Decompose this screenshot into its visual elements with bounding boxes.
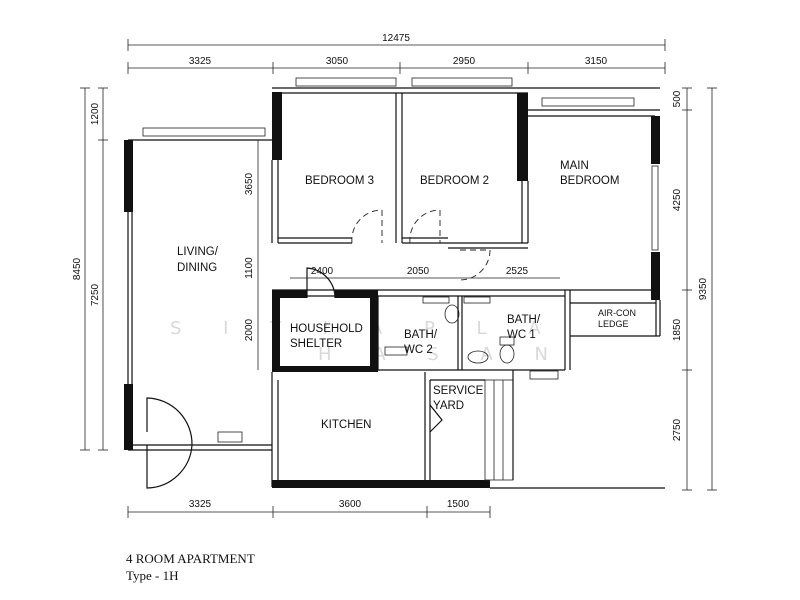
dim-right-1: 500 (672, 90, 683, 107)
label-kitchen: KITCHEN (321, 419, 371, 431)
dim-overall-width: 12475 (382, 33, 410, 44)
dim-right-overall: 9350 (698, 277, 709, 300)
fixtures (384, 296, 559, 380)
dim-top-4: 3150 (585, 56, 608, 67)
walls (124, 77, 665, 489)
dim-left-1: 1200 (90, 102, 101, 125)
dim-shelter-depth: 2000 (244, 318, 255, 341)
watermark-line-2: H A S A N (318, 344, 566, 365)
dim-bottom-3: 1500 (447, 499, 470, 510)
dim-right-2: 4250 (672, 188, 683, 211)
dim-right-3: 1850 (672, 318, 683, 341)
room-labels: BEDROOM 3 BEDROOM 2 MAIN BEDROOM LIVING/… (177, 160, 636, 431)
label-shelter-1: HOUSEHOLD (290, 323, 363, 335)
top-dimensions: 12475 3325 3050 2950 3150 (127, 33, 666, 74)
label-aircon-1: AIR-CON (598, 308, 636, 318)
label-bedroom-3: BEDROOM 3 (305, 175, 374, 187)
plan-subtitle: Type - 1H (126, 568, 179, 583)
interior-dimensions: 3650 1100 2000 2400 2050 2525 (244, 140, 560, 370)
dim-bath2-width: 2050 (407, 266, 430, 277)
dim-right-4: 2750 (672, 418, 683, 441)
label-bath1-2: WC 1 (507, 329, 536, 341)
label-bath1-1: BATH/ (507, 314, 541, 326)
dim-bottom-1: 3325 (189, 499, 212, 510)
dim-left-overall: 8450 (72, 257, 83, 280)
bottom-dimensions: 3325 3600 1500 (127, 499, 491, 518)
label-main-bedroom-1: MAIN (560, 160, 589, 172)
label-aircon-2: LEDGE (598, 319, 629, 329)
dim-bottom-2: 3600 (339, 499, 362, 510)
right-dimensions: 500 4250 1850 2750 9350 (672, 87, 717, 491)
dim-top-2: 3050 (326, 56, 349, 67)
plan-title: 4 ROOM APARTMENT (126, 551, 255, 566)
dim-left-2: 7250 (90, 283, 101, 306)
dim-top-3: 2950 (453, 56, 476, 67)
label-bath2-2: WC 2 (404, 344, 433, 356)
label-living-2: DINING (177, 262, 217, 274)
label-main-bedroom-2: BEDROOM (560, 175, 619, 187)
watermark-line-1: S I T I A P L A (170, 318, 559, 339)
left-dimensions: 8450 1200 7250 (72, 87, 108, 451)
label-living-1: LIVING/ (177, 246, 219, 258)
doors (146, 209, 491, 489)
label-service-yard-1: SERVICE (433, 385, 484, 397)
label-service-yard-2: YARD (433, 400, 464, 412)
label-bedroom-2: BEDROOM 2 (420, 175, 489, 187)
dim-corridor: 1100 (244, 257, 255, 279)
dim-top-1: 3325 (189, 56, 212, 67)
dim-bath1-width: 2525 (506, 266, 529, 277)
dim-bedroom-depth: 3650 (244, 172, 255, 195)
label-bath2-1: BATH/ (404, 329, 438, 341)
dim-shelter-width: 2400 (311, 266, 334, 277)
label-shelter-2: SHELTER (290, 338, 342, 350)
